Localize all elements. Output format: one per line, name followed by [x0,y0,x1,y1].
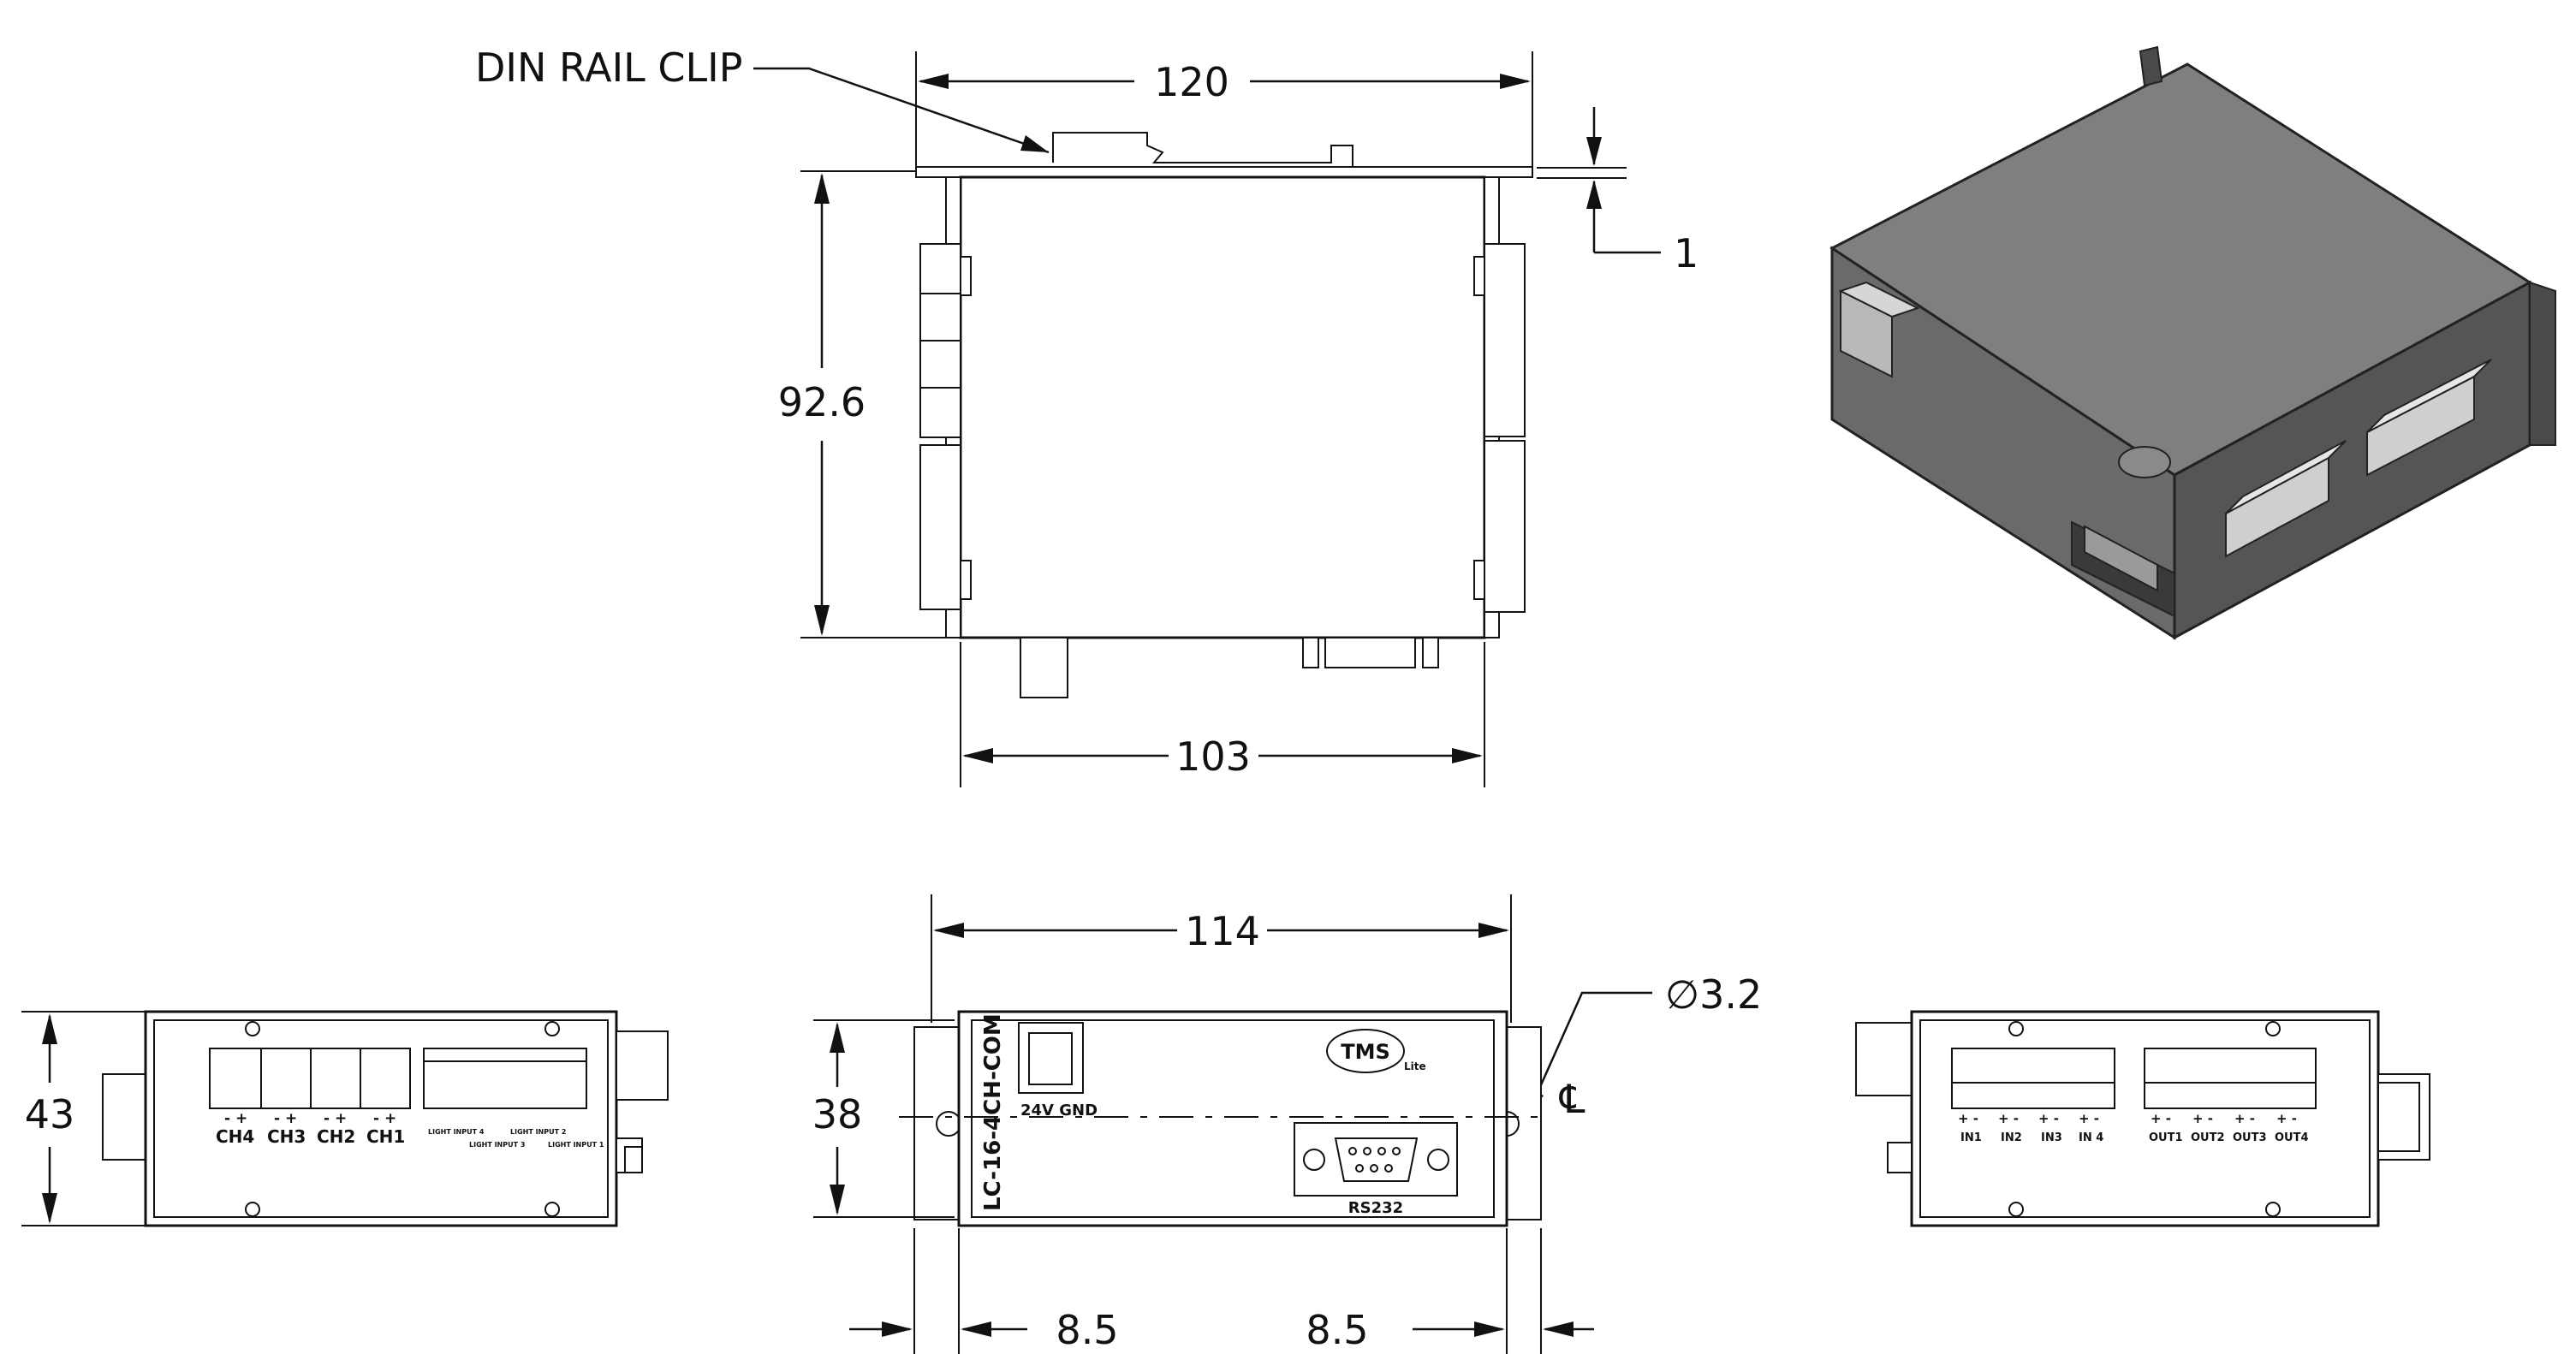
tms-logo: TMS [1341,1040,1390,1064]
right-input-polarity-1: + - [1958,1111,1978,1126]
serial-label: RS232 [1348,1199,1403,1217]
left-polarity-1: - + [224,1110,247,1127]
din-rail-clip-label: DIN RAIL CLIP [475,45,742,91]
right-output-polarity-1: + - [2151,1111,2171,1126]
dim-1: 1 [1674,230,1698,276]
dim-8-5-right: 8.5 [1306,1307,1368,1353]
front-view: 114 ∅3.2 ℄ 38 LC-16-4CH-COM 24V GND TMS … [812,894,1762,1354]
input-label-4: IN 4 [2079,1131,2103,1144]
right-output-polarity-4: + - [2276,1111,2297,1126]
light-input-label-3: LIGHT INPUT 2 [510,1128,566,1136]
right-input-polarity-3: + - [2038,1111,2059,1126]
output-label-2: OUT2 [2191,1131,2225,1144]
input-label-2: IN2 [2001,1131,2022,1144]
output-label-4: OUT4 [2275,1131,2309,1144]
dim-92-6: 92.6 [778,379,866,425]
channel-label-3: CH2 [317,1126,355,1147]
dim-120: 120 [1154,59,1229,105]
input-label-3: IN3 [2041,1131,2062,1144]
output-label-1: OUT1 [2149,1131,2183,1144]
right-input-polarity-2: + - [1998,1111,2019,1126]
dim-114: 114 [1185,908,1260,954]
dim-38: 38 [812,1091,863,1137]
power-label: 24V GND [1020,1102,1098,1119]
centerline-symbol: ℄ [1559,1076,1585,1122]
dim-43: 43 [25,1091,75,1137]
light-input-label-4: LIGHT INPUT 1 [548,1141,604,1149]
left-polarity-2: - + [274,1110,297,1127]
dim-8-5-left: 8.5 [1056,1307,1118,1353]
channel-label-4: CH1 [366,1126,405,1147]
left-polarity-4: - + [373,1110,396,1127]
right-output-polarity-2: + - [2192,1111,2213,1126]
input-label-1: IN1 [1960,1131,1982,1144]
channel-label-2: CH3 [267,1126,306,1147]
light-input-label-2: LIGHT INPUT 3 [469,1141,525,1149]
output-label-3: OUT3 [2233,1131,2267,1144]
top-view: DIN RAIL CLIP 120 1 [475,45,1698,787]
right-output-polarity-3: + - [2234,1111,2255,1126]
channel-label-1: CH4 [216,1126,254,1147]
left-side-view: 43 - + - + - + - + CH4 CH3 CH2 CH1 LIGHT… [21,1010,669,1227]
right-input-polarity-4: + - [2079,1111,2099,1126]
dim-103: 103 [1175,733,1251,780]
tms-logo-suffix: Lite [1404,1060,1426,1072]
right-side-view: + - + - + - + - IN1 IN2 IN3 IN 4 + - + -… [1855,1010,2430,1227]
hole-diameter: ∅3.2 [1665,971,1762,1018]
light-input-label-1: LIGHT INPUT 4 [428,1128,485,1136]
left-polarity-3: - + [324,1110,347,1127]
model-number: LC-16-4CH-COM [980,1013,1006,1211]
isometric-view [1829,45,2556,640]
